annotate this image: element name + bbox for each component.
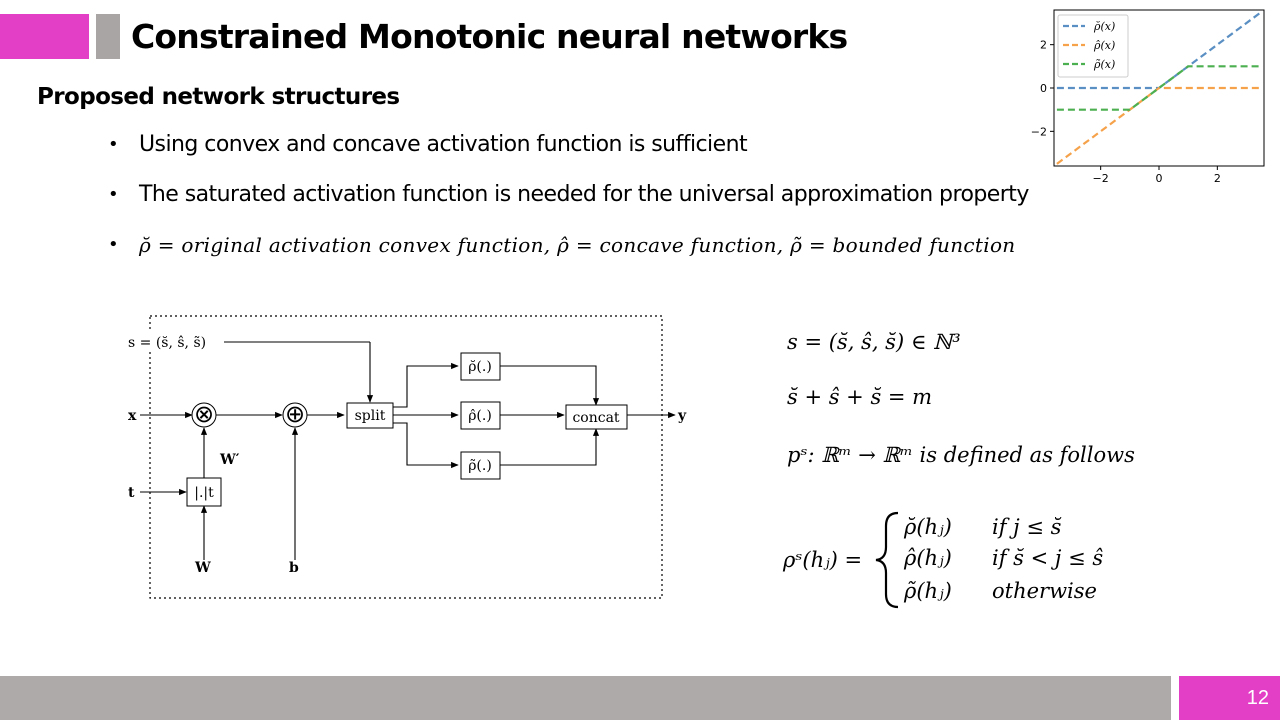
case3-condition: otherwise: [992, 579, 1097, 603]
piecewise-equation: ρˢ(hⱼ) = ρ̆(hⱼ) if j ≤ s̆ ρ̂(hⱼ) if s̆ <…: [782, 511, 1103, 609]
split-box-label: split: [355, 408, 386, 424]
bullet-item: Using convex and concave activation func…: [108, 128, 1029, 178]
diagram-label-b: b: [289, 560, 299, 576]
rho-concave-box: [460, 401, 501, 430]
plot-x-tick-label: 2: [1214, 172, 1221, 185]
activation-function-plot: −2 0 2 2 0 −2 ρ̆(x) ρ̂(x) ρ̃(x): [1031, 9, 1265, 185]
equation-p-definition: pˢ: ℝᵐ → ℝᵐ is defined as follows: [787, 443, 1135, 467]
split-box: [346, 402, 394, 429]
plot-legend-box: [1057, 14, 1129, 78]
bullet-item-definitions: ρ̆ = original activation convex function…: [108, 228, 1029, 278]
title-grey-block: [96, 14, 120, 59]
concat-box-label: concat: [572, 410, 619, 426]
rho-bounded-box: [460, 451, 501, 480]
plot-y-tick-label: −2: [1031, 125, 1047, 138]
arrow-convex-to-concat: [500, 365, 600, 406]
arrow-split-to-convex: [393, 362, 459, 408]
bullet-item: The saturated activation function is nee…: [108, 178, 1029, 228]
diagram-label-w: W: [194, 560, 211, 576]
rho-convex-label: ρ̆(.): [468, 359, 492, 375]
multiply-node: [191, 402, 217, 428]
case2-condition: if s̆ < j ≤ ŝ: [992, 546, 1103, 570]
case3-function: ρ̃(hⱼ): [903, 579, 952, 603]
slide-title: Constrained Monotonic neural networks: [131, 17, 848, 56]
abs-box: [186, 477, 222, 507]
equation-sum-m: s̆ + ŝ + s̆ = m: [787, 385, 933, 409]
section-heading: Proposed network structures: [37, 84, 400, 110]
diagram-dotted-frame: [149, 315, 663, 599]
plot-x-tick-label: −2: [1093, 172, 1109, 185]
add-node: [282, 402, 308, 428]
rho-concave-label: ρ̂(.): [468, 408, 492, 424]
diagram-label-w-prime: W′: [219, 452, 240, 468]
equation-s-definition: s = (s̆, ŝ, s̆) ∈ ℕ³: [787, 330, 961, 354]
piecewise-brace: [875, 511, 899, 609]
diagram-output-y: y: [677, 408, 687, 424]
title-accent-block: [0, 14, 89, 59]
bullet-list: Using convex and concave activation func…: [108, 128, 1029, 278]
network-structure-diagram: s = (s̆, ŝ, s̃) x t W′ W b y ⊗ ⊕ |.|t sp…: [126, 315, 687, 599]
concat-box: [565, 404, 628, 430]
page-number: 12: [1179, 676, 1280, 720]
rho-bounded-label: ρ̃(.): [468, 458, 492, 474]
footer-bar: [0, 676, 1171, 720]
plot-y-tick-label: 2: [1040, 39, 1047, 52]
diagram-input-x: x: [128, 408, 137, 424]
plot-legend-label: ρ̃(x): [1093, 58, 1115, 71]
case1-function: ρ̆(hⱼ): [903, 515, 952, 539]
piecewise-lhs: ρˢ(hⱼ) =: [782, 548, 862, 572]
plot-legend-label: ρ̂(x): [1093, 39, 1115, 52]
plot-y-tick-label: 0: [1040, 82, 1047, 95]
plot-series-line-1: [1056, 86, 1262, 165]
plot-series-line-2: [1056, 65, 1262, 111]
diagram-s-label-bg: [126, 332, 224, 352]
diagram-input-s: s = (s̆, ŝ, s̃): [128, 335, 206, 351]
case2-function: ρ̂(hⱼ): [903, 546, 952, 570]
multiply-symbol: ⊗: [194, 400, 214, 428]
add-symbol: ⊕: [285, 400, 305, 428]
abs-box-label: |.|t: [194, 485, 214, 501]
arrow-bounded-to-concat: [500, 428, 600, 466]
arrow-split-to-bounded: [393, 422, 459, 469]
case1-condition: if j ≤ s̆: [992, 515, 1062, 539]
diagram-input-t: t: [128, 485, 135, 501]
rho-convex-box: [460, 352, 501, 381]
plot-x-tick-label: 0: [1156, 172, 1163, 185]
plot-legend-label: ρ̆(x): [1093, 20, 1115, 33]
